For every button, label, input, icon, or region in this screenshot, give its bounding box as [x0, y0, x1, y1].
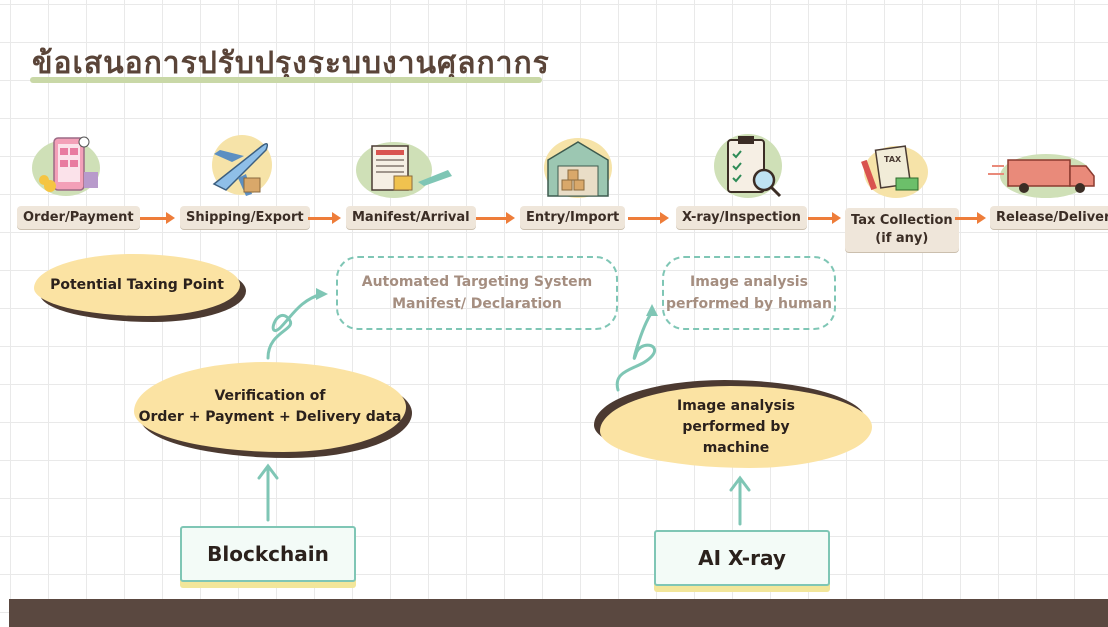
ai-xray-box: AI X-ray — [654, 530, 830, 586]
up-arrow-ai-xray — [729, 475, 751, 526]
footer-band — [9, 599, 1108, 627]
human-analysis-line-1: Image analysis — [690, 274, 808, 290]
ats-line-1: Automated Targeting System — [361, 274, 593, 290]
stage-tax-collection-sublabel: (if any) — [875, 231, 929, 246]
stage-tax-collection-label: Tax Collection — [851, 213, 953, 228]
machine-analysis-line-1: Image analysis — [677, 397, 795, 414]
stage-xray-inspection: X-ray/Inspection — [676, 206, 807, 229]
flow-arrow-4 — [628, 212, 669, 224]
flow-arrow-1 — [140, 212, 175, 224]
ats-line-2: Manifest/ Declaration — [392, 296, 562, 312]
shopping-phone-icon — [32, 136, 100, 196]
stage-order-payment: Order/Payment — [17, 206, 140, 229]
delivery-truck-icon — [988, 154, 1095, 198]
machine-analysis-note: Image analysis performed by machine — [600, 386, 872, 468]
flow-arrow-5 — [808, 212, 841, 224]
up-arrow-blockchain — [257, 463, 279, 522]
clipboard-magnifier-icon — [714, 134, 782, 198]
stage-manifest-arrival: Manifest/Arrival — [346, 206, 476, 229]
connector-to-ats — [266, 292, 324, 360]
verification-note: Verification of Order + Payment + Delive… — [134, 362, 406, 452]
title-underline — [30, 77, 542, 83]
verification-line-1: Verification of — [214, 388, 326, 404]
machine-analysis-line-3: machine — [702, 439, 770, 456]
machine-analysis-line-2: performed by — [682, 418, 790, 435]
flow-arrow-6 — [955, 212, 986, 224]
blockchain-box: Blockchain — [180, 526, 356, 582]
arrowhead-human — [646, 304, 658, 316]
stage-shipping-export: Shipping/Export — [180, 206, 310, 229]
stage-entry-import: Entry/Import — [520, 206, 626, 229]
airplane-icon — [212, 135, 272, 196]
stage-tax-collection: Tax Collection (if any) — [845, 208, 959, 252]
manifest-document-icon — [356, 142, 452, 198]
ats-box: Automated Targeting System Manifest/ Dec… — [336, 256, 618, 330]
human-analysis-line-2: performed by human — [666, 296, 832, 312]
svg-text:TAX: TAX — [884, 155, 902, 164]
warehouse-icon — [544, 138, 612, 198]
human-analysis-box: Image analysis performed by human — [662, 256, 836, 330]
ai-xray-label: AI X-ray — [698, 546, 786, 570]
flow-arrow-2 — [308, 212, 341, 224]
tax-document-icon: TAX — [861, 145, 928, 198]
blockchain-label: Blockchain — [207, 542, 329, 566]
flow-arrow-3 — [476, 212, 515, 224]
stage-release-delivery: Release/Delivery — [990, 206, 1108, 229]
verification-line-2: Order + Payment + Delivery data — [138, 409, 402, 425]
arrowhead-ats — [316, 288, 328, 300]
potential-taxing-point-note: Potential Taxing Point — [34, 254, 240, 316]
page-title: ข้อเสนอการปรับปรุงระบบงานศุลกากร — [32, 46, 550, 81]
connector-to-human — [615, 310, 656, 392]
potential-taxing-point-text: Potential Taxing Point — [50, 276, 224, 293]
